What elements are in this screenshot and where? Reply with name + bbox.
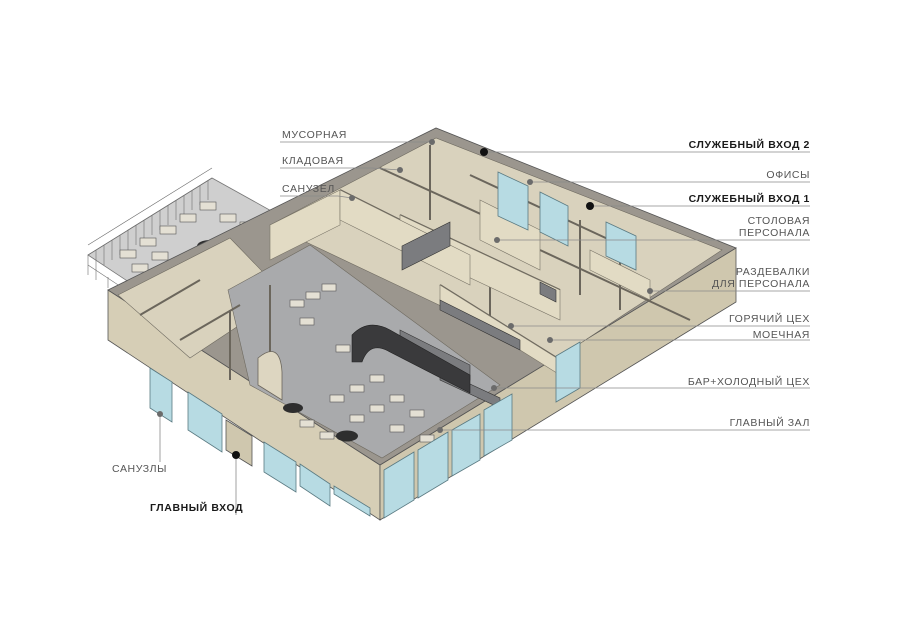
label-staff-canteen-line1: СТОЛОВАЯ (748, 215, 810, 227)
marker-main-entry (232, 451, 240, 459)
label-service-entry-2: СЛУЖЕБНЫЙ ВХОД 2 (689, 138, 810, 151)
marker-bar-cold (491, 385, 497, 391)
facade-glazing-left (149, 367, 371, 517)
label-wc-guests: САНУЗЛЫ (112, 463, 167, 475)
marker-hot-kitchen (508, 323, 514, 329)
hall-furniture (289, 283, 435, 443)
label-bar-cold: БАР+ХОЛОДНЫЙ ЦЕХ (688, 375, 810, 388)
marker-service-entry-1 (586, 202, 594, 210)
marker-wc-staff (349, 195, 355, 201)
label-offices: ОФИСЫ (766, 169, 810, 181)
room-labels: МУСОРНАЯ КЛАДОВАЯ САНУЗЕЛ СЛУЖЕБНЫЙ ВХОД… (112, 129, 810, 514)
label-main-entry: ГЛАВНЫЙ ВХОД (150, 501, 243, 514)
facade-glazing-right (383, 341, 581, 519)
marker-storage (397, 167, 403, 173)
markers (157, 139, 653, 459)
hall-round-table-1 (283, 403, 303, 413)
label-service-entry-1: СЛУЖЕБНЫЙ ВХОД 1 (689, 192, 810, 205)
marker-staff-canteen (494, 237, 500, 243)
label-locker-rooms-line2: ДЛЯ ПЕРСОНАЛА (712, 278, 810, 290)
leader-lines (159, 141, 810, 515)
marker-garbage (429, 139, 435, 145)
reception-arc (257, 351, 283, 401)
marker-service-entry-2 (480, 148, 488, 156)
label-wc-staff: САНУЗЕЛ (282, 183, 335, 195)
marker-wc-guests (157, 411, 163, 417)
label-hot-kitchen: ГОРЯЧИЙ ЦЕХ (729, 312, 810, 325)
service-windows (497, 171, 637, 271)
label-staff-canteen-line2: ПЕРСОНАЛА (739, 227, 810, 239)
building (107, 127, 737, 521)
bar-counter (351, 324, 471, 394)
label-locker-rooms-line1: РАЗДЕВАЛКИ (736, 266, 810, 278)
marker-main-hall (437, 427, 443, 433)
label-garbage: МУСОРНАЯ (282, 129, 347, 141)
label-storage: КЛАДОВАЯ (282, 155, 344, 167)
guest-partitions (139, 279, 271, 380)
label-main-hall: ГЛАВНЫЙ ЗАЛ (730, 416, 810, 429)
main-entrance-door (225, 419, 253, 467)
marker-locker-rooms (647, 288, 653, 294)
marker-dishwashing (547, 337, 553, 343)
label-dishwashing: МОЕЧНАЯ (753, 329, 810, 341)
hall-round-table-2 (336, 430, 358, 442)
leader-wc-staff (280, 195, 353, 199)
marker-offices (527, 179, 533, 185)
leader-storage (280, 167, 401, 171)
